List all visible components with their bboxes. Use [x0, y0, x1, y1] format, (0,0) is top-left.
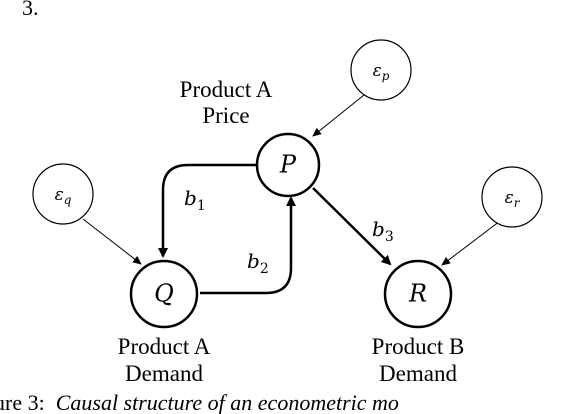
error-er-subscript: r [514, 196, 521, 210]
error-er-symbol: ε [505, 188, 514, 208]
error-ep-label: εp [373, 61, 390, 83]
edge-label-b3-base: b [372, 217, 385, 241]
error-ep-subscript: p [382, 69, 390, 83]
edge-label-b3: b3 [372, 217, 394, 245]
error-er-label: εr [505, 188, 521, 210]
error-ep-symbol: ε [373, 61, 382, 81]
edge-eq-to-q [82, 218, 142, 265]
node-p-label: P [279, 151, 297, 179]
node-q-desc-line1: Product A [118, 334, 211, 359]
node-r-desc-line1: Product B [372, 334, 465, 359]
caption-prefix: ure 3: [0, 390, 45, 414]
edge-ep-to-p [312, 94, 365, 137]
error-ep-circle [350, 39, 412, 101]
node-q-circle [129, 259, 199, 329]
node-r-circle [383, 259, 453, 329]
node-r-desc-line2: Demand [379, 361, 457, 386]
edge-label-b1-base: b [184, 186, 197, 210]
top-text-fragment: 3. [22, 0, 39, 20]
node-p-desc-line2: Price [202, 103, 249, 128]
edge-q-to-p [200, 196, 296, 295]
error-eq-label: εq [55, 185, 72, 207]
error-eq-circle [32, 163, 94, 225]
edge-label-b1-sub: 1 [197, 198, 206, 214]
error-eq-subscript: q [64, 193, 72, 207]
error-er-circle [481, 166, 543, 228]
edge-label-b2-sub: 2 [260, 261, 269, 277]
edge-label-b2-base: b [247, 249, 260, 273]
edge-p-to-q [158, 163, 256, 258]
edge-label-b1: b1 [184, 186, 206, 214]
node-q-desc-line2: Demand [125, 361, 203, 386]
node-p-circle [255, 132, 321, 198]
edge-p-to-r [312, 187, 392, 266]
node-p-desc-line1: Product A [180, 77, 273, 102]
error-eq-symbol: ε [55, 185, 64, 205]
edge-er-to-r [441, 220, 501, 266]
caption-italic-text: Causal structure of an econometric mo [56, 390, 399, 414]
figure-caption: ure 3: Causal structure of an econometri… [0, 390, 399, 414]
node-r-label: R [408, 280, 427, 308]
edge-label-b3-sub: 3 [385, 229, 394, 245]
caption-spacer [45, 390, 56, 414]
node-q-label: Q [154, 280, 174, 308]
edge-label-b2: b2 [247, 249, 269, 277]
